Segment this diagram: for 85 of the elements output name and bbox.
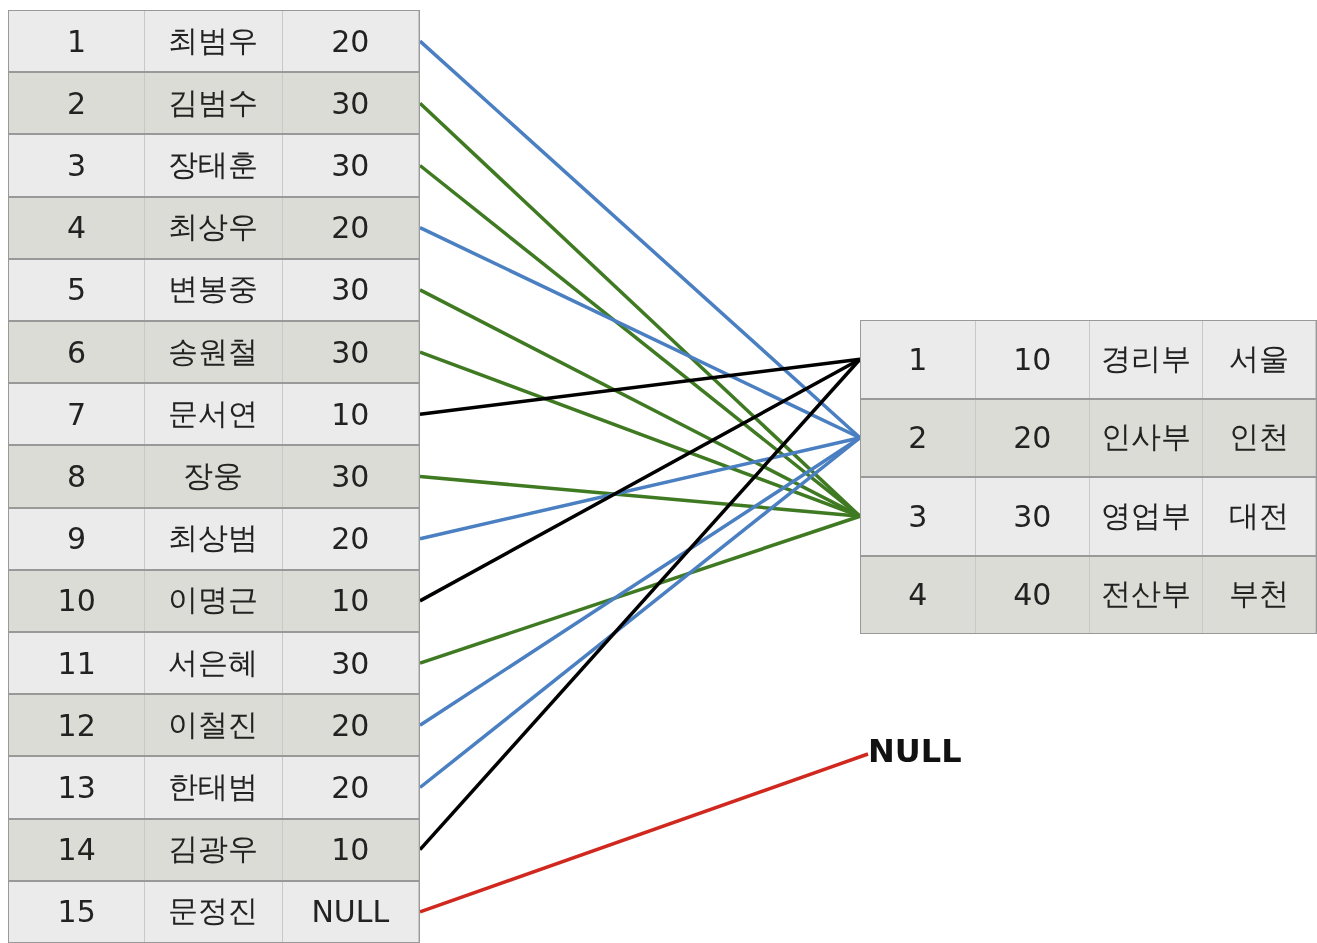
table-cell: 최상우 [145,197,283,258]
table-row [8,694,420,757]
table-row [8,507,420,570]
table-cell: 30 [282,73,419,134]
table-cell: 12 [9,695,146,756]
table-row [860,477,1317,556]
table-row [8,134,420,197]
table-cell: 30 [282,446,419,507]
table-row [8,321,420,384]
table-cell: 이명근 [145,570,283,631]
table-cell: 이철진 [145,695,283,756]
table-cell: 15 [9,881,146,942]
table-cell: 3 [9,135,146,196]
table-cell: 10 [282,570,419,631]
table-cell: 30 [282,259,419,320]
table-cell: 2 [9,73,146,134]
table-cell: 11 [9,633,146,694]
table-cell: 최범우 [145,11,283,72]
table-cell: 20 [282,757,419,818]
table-cell: 김광우 [145,819,283,880]
table-row [8,196,420,259]
table-cell: NULL [282,881,419,942]
table-cell: 문정진 [145,881,283,942]
connector-line [419,514,861,665]
table-row [860,555,1317,634]
table-cell: 문서연 [145,384,283,445]
table-row [860,398,1317,477]
connector-line [418,358,862,851]
table-cell: 3 [861,478,976,555]
table-cell: 14 [9,819,146,880]
table-cell: 한태범 [145,757,283,818]
table-row [8,880,420,943]
table-cell: 서은혜 [145,633,283,694]
table-cell: 5 [9,259,146,320]
table-cell: 서울 [1202,321,1316,398]
table-row [8,10,420,73]
table-cell: 전산부 [1090,556,1203,633]
table-cell: 20 [282,11,419,72]
table-cell: 장웅 [145,446,283,507]
table-cell: 최상범 [145,508,283,569]
table-cell: 10 [975,321,1090,398]
table-cell: 30 [282,135,419,196]
table-cell: 인사부 [1090,399,1203,476]
table-cell: 장태훈 [145,135,283,196]
connector-line [419,357,861,417]
table-cell: 20 [282,695,419,756]
table-cell: 영업부 [1090,478,1203,555]
table-cell: 30 [975,478,1090,555]
table-cell: 20 [975,399,1090,476]
table-row [8,383,420,446]
table-cell: 부천 [1202,556,1316,633]
table-cell: 20 [282,508,419,569]
table-cell: 2 [861,399,976,476]
table-cell: 인천 [1202,399,1316,476]
table-cell: 8 [9,446,146,507]
table-cell: 9 [9,508,146,569]
table-cell: 4 [861,556,976,633]
table-cell: 40 [975,556,1090,633]
table-row [8,258,420,321]
table-row [8,818,420,881]
table-row [8,569,420,632]
table-cell: 10 [282,384,419,445]
table-cell: 20 [282,197,419,258]
table-row [8,72,420,135]
table-cell: 경리부 [1090,321,1203,398]
table-cell: 김범수 [145,73,283,134]
table-row [8,756,420,819]
table-cell: 송원철 [145,322,283,383]
table-cell: 10 [282,819,419,880]
connector-line [419,752,869,914]
table-cell: 1 [861,321,976,398]
table-row [8,445,420,508]
table-cell: 변봉중 [145,259,283,320]
null-label: NULL [868,732,962,770]
table-cell: 10 [9,570,146,631]
table-cell: 30 [282,322,419,383]
table-cell: 13 [9,757,146,818]
table-cell: 30 [282,633,419,694]
table-cell: 4 [9,197,146,258]
table-row [8,632,420,695]
table-cell: 1 [9,11,146,72]
table-cell: 대전 [1202,478,1316,555]
table-cell: 7 [9,384,146,445]
table-row [860,320,1317,399]
table-cell: 6 [9,322,146,383]
